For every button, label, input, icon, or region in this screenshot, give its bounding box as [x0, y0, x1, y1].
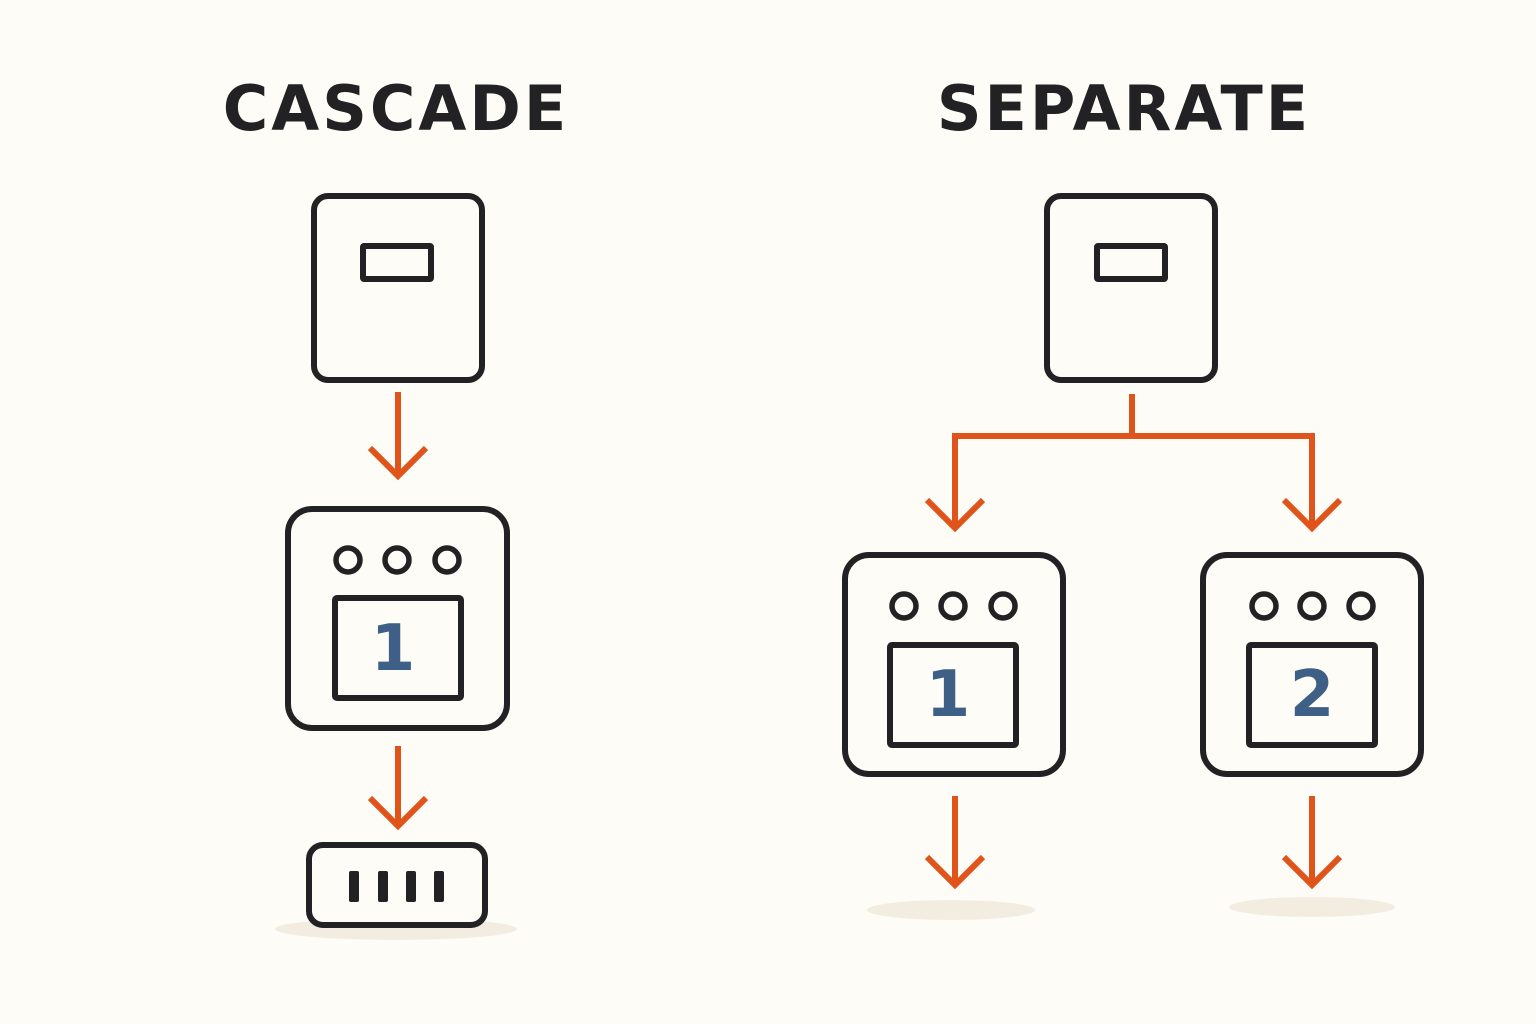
- cascade-arrow-1: [367, 392, 429, 481]
- cascade-arrow-2: [367, 746, 429, 831]
- separate-oven-1-label: 1: [926, 658, 971, 732]
- oven-knob-icon: [889, 591, 919, 621]
- oven-knob-icon: [432, 545, 462, 575]
- oven-knob-icon: [1346, 591, 1376, 621]
- oven-knob-icon: [938, 591, 968, 621]
- separate-output-arrow-2: [1229, 796, 1395, 917]
- cascade-oven-label: 1: [371, 612, 416, 686]
- oven-knob-icon: [1249, 591, 1279, 621]
- oven-knob-icon: [988, 591, 1018, 621]
- separate-branch-arrows: [924, 394, 1343, 533]
- oven-knob-icon: [333, 545, 363, 575]
- cascade-oven-icon: 1: [285, 506, 510, 731]
- cascade-title: CASCADE: [222, 72, 570, 145]
- separate-title: SEPARATE: [936, 72, 1312, 145]
- separate-oven-2-label: 2: [1290, 658, 1335, 732]
- separate-panel: 1 2: [842, 193, 1424, 920]
- cascade-panel: 1: [275, 193, 517, 940]
- separate-output-arrow-1: [867, 796, 1035, 920]
- separate-oven-1-icon: 1: [842, 552, 1066, 777]
- cascade-controller-icon: [311, 193, 485, 383]
- separate-oven-2-icon: 2: [1200, 552, 1424, 777]
- oven-knob-icon: [1297, 591, 1327, 621]
- oven-knob-icon: [382, 545, 412, 575]
- cascade-output-meter-icon: [275, 842, 517, 940]
- separate-controller-icon: [1044, 193, 1218, 383]
